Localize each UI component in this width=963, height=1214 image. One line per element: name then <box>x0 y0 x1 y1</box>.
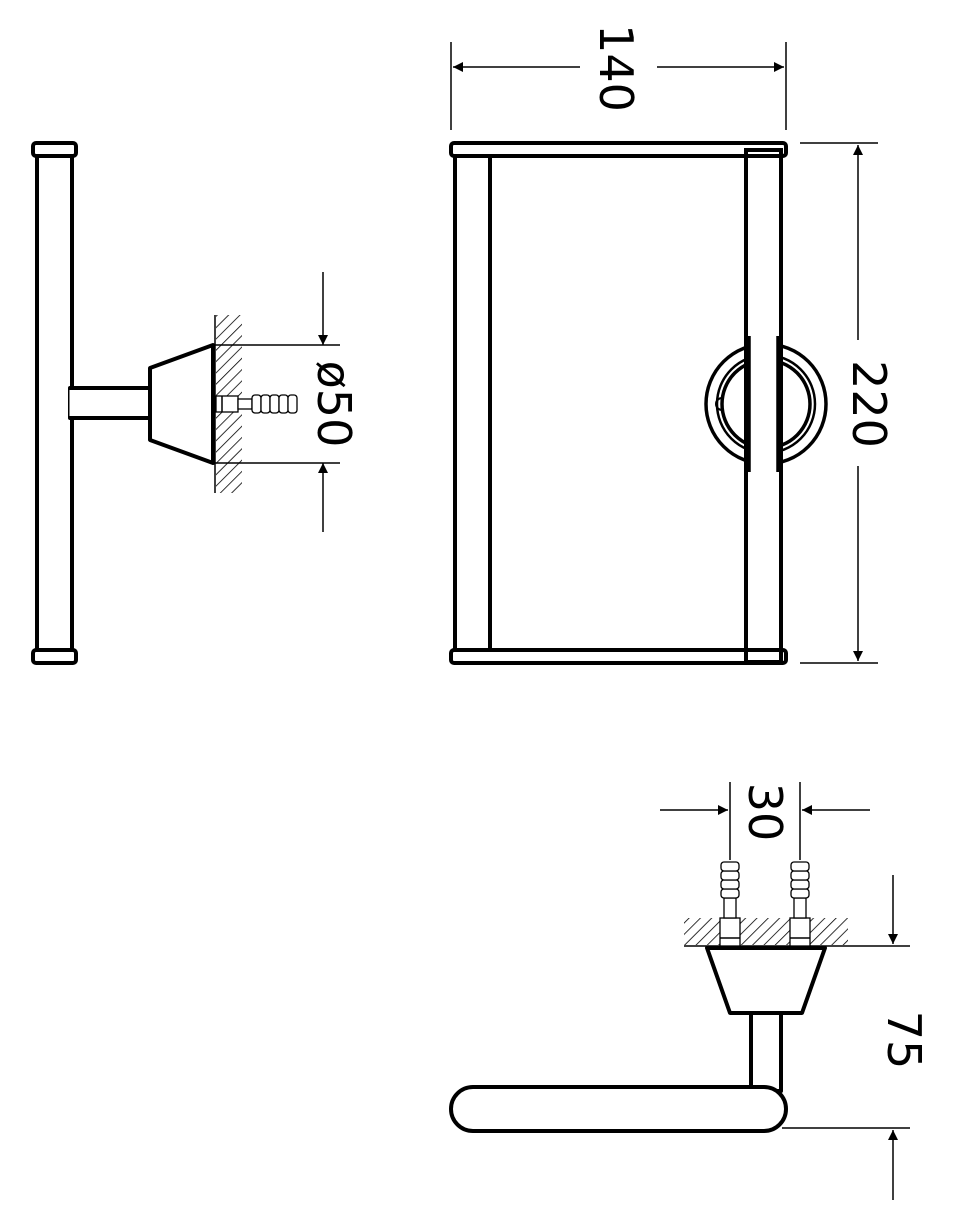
side-arm <box>68 386 154 420</box>
diameter-dimension: ø50 <box>213 272 361 532</box>
top-bar <box>449 1085 788 1133</box>
spacing-dimension: 30 <box>660 782 870 860</box>
front-bottom-rail <box>449 648 788 665</box>
top-stem <box>749 1011 783 1093</box>
top-wall-hatch <box>684 918 848 945</box>
side-vertical-bar <box>35 148 74 664</box>
height-label: 220 <box>842 360 896 448</box>
width-label: 140 <box>589 24 643 112</box>
top-flange <box>705 946 827 1015</box>
side-bottom-cap <box>31 648 78 665</box>
top-view: 30 75 <box>449 782 931 1200</box>
top-anchor-right <box>789 861 811 947</box>
top-anchor-left <box>719 861 741 947</box>
front-left-post <box>453 148 492 664</box>
projection-dimension: 75 <box>782 875 931 1200</box>
front-view: 140 220 <box>449 24 896 665</box>
width-dimension: 140 <box>450 24 787 130</box>
spacing-label: 30 <box>738 783 792 842</box>
height-dimension: 220 <box>800 142 896 664</box>
diameter-label: ø50 <box>307 361 361 448</box>
front-top-rail <box>449 141 788 158</box>
projection-label: 75 <box>877 1011 931 1070</box>
side-top-cap <box>31 141 78 158</box>
side-view: ø50 <box>31 141 361 665</box>
side-flange <box>148 343 215 465</box>
side-anchor <box>215 394 298 414</box>
front-rosette <box>704 148 828 664</box>
